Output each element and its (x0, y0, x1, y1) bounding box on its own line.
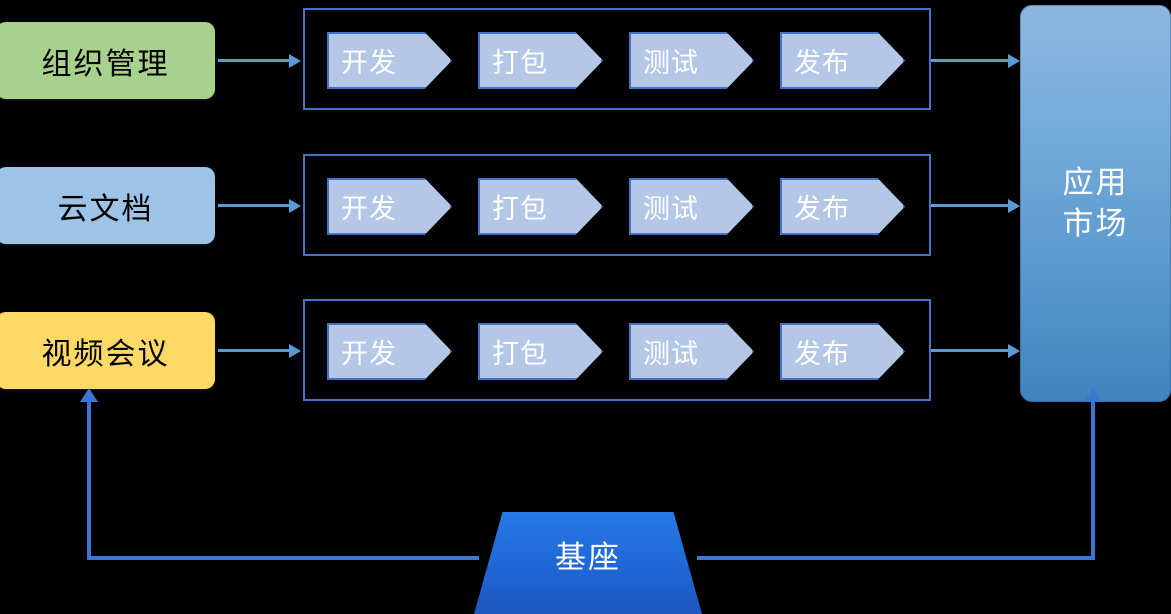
stage-label: 测试 (643, 48, 699, 79)
pipeline-stage-package[interactable]: 打包 (478, 323, 603, 380)
app-box-organization-management[interactable]: 组织管理 (0, 22, 215, 99)
arrow-head-up-icon (80, 388, 98, 402)
stage-label: 打包 (492, 194, 548, 225)
app-market-panel[interactable]: 应用 市场 (1020, 5, 1171, 402)
arrow-pipeline2-to-market (931, 204, 1009, 207)
pipeline-stage-test[interactable]: 测试 (629, 323, 754, 380)
pipeline-stage-test[interactable]: 测试 (629, 32, 754, 89)
arrow-head-icon (1008, 199, 1020, 213)
stage-label: 开发 (341, 48, 397, 79)
pipeline-stage-test[interactable]: 测试 (629, 178, 754, 235)
base-platform-label: 基座 (555, 539, 621, 576)
stage-label: 测试 (643, 339, 699, 370)
stage-label: 测试 (643, 194, 699, 225)
stage-label: 打包 (492, 339, 548, 370)
app-market-label-line2: 市场 (1062, 205, 1129, 242)
arrow-clouddoc-to-pipeline (218, 204, 290, 207)
arrow-pipeline1-to-market (931, 59, 1009, 62)
base-connector-left-horizontal (87, 556, 479, 560)
pipeline-stage-package[interactable]: 打包 (478, 32, 603, 89)
app-box-label: 组织管理 (41, 46, 170, 82)
stage-label: 发布 (794, 339, 850, 370)
stage-label: 打包 (492, 48, 548, 79)
pipeline-stage-release[interactable]: 发布 (780, 323, 905, 380)
base-connector-left-vertical (87, 400, 91, 558)
base-connector-right-vertical (1091, 400, 1095, 558)
pipeline-stage-release[interactable]: 发布 (780, 178, 905, 235)
stage-label: 开发 (341, 339, 397, 370)
arrow-head-icon (1008, 344, 1020, 358)
arrow-head-icon (289, 54, 301, 68)
pipeline-stage-list: 开发 打包 测试 发布 (327, 32, 905, 89)
base-connector-right-horizontal (697, 556, 1095, 560)
app-box-label: 视频会议 (41, 336, 170, 372)
arrow-head-icon (1008, 54, 1020, 68)
pipeline-container-organization-management: 开发 打包 测试 发布 (303, 8, 931, 110)
app-box-label: 云文档 (57, 191, 154, 227)
arrow-organization-to-pipeline (218, 59, 290, 62)
base-platform-shape[interactable]: 基座 (474, 512, 702, 614)
pipeline-container-video-conference: 开发 打包 测试 发布 (303, 299, 931, 401)
pipeline-container-cloud-document: 开发 打包 测试 发布 (303, 154, 931, 256)
pipeline-stage-package[interactable]: 打包 (478, 178, 603, 235)
pipeline-stage-develop[interactable]: 开发 (327, 32, 452, 89)
arrow-videoconf-to-pipeline (218, 349, 290, 352)
arrow-head-icon (289, 344, 301, 358)
arrow-pipeline3-to-market (931, 349, 1009, 352)
stage-label: 开发 (341, 194, 397, 225)
app-box-cloud-document[interactable]: 云文档 (0, 167, 215, 244)
pipeline-stage-develop[interactable]: 开发 (327, 323, 452, 380)
stage-label: 发布 (794, 194, 850, 225)
pipeline-stage-list: 开发 打包 测试 发布 (327, 323, 905, 380)
app-market-label-line1: 应用 (1062, 164, 1129, 201)
stage-label: 发布 (794, 48, 850, 79)
app-market-label-wrapper: 应用 市场 (1063, 163, 1129, 245)
app-box-video-conference[interactable]: 视频会议 (0, 312, 215, 389)
pipeline-stage-release[interactable]: 发布 (780, 32, 905, 89)
pipeline-stage-list: 开发 打包 测试 发布 (327, 178, 905, 235)
pipeline-stage-develop[interactable]: 开发 (327, 178, 452, 235)
arrow-head-up-icon (1084, 388, 1102, 402)
arrow-head-icon (289, 199, 301, 213)
